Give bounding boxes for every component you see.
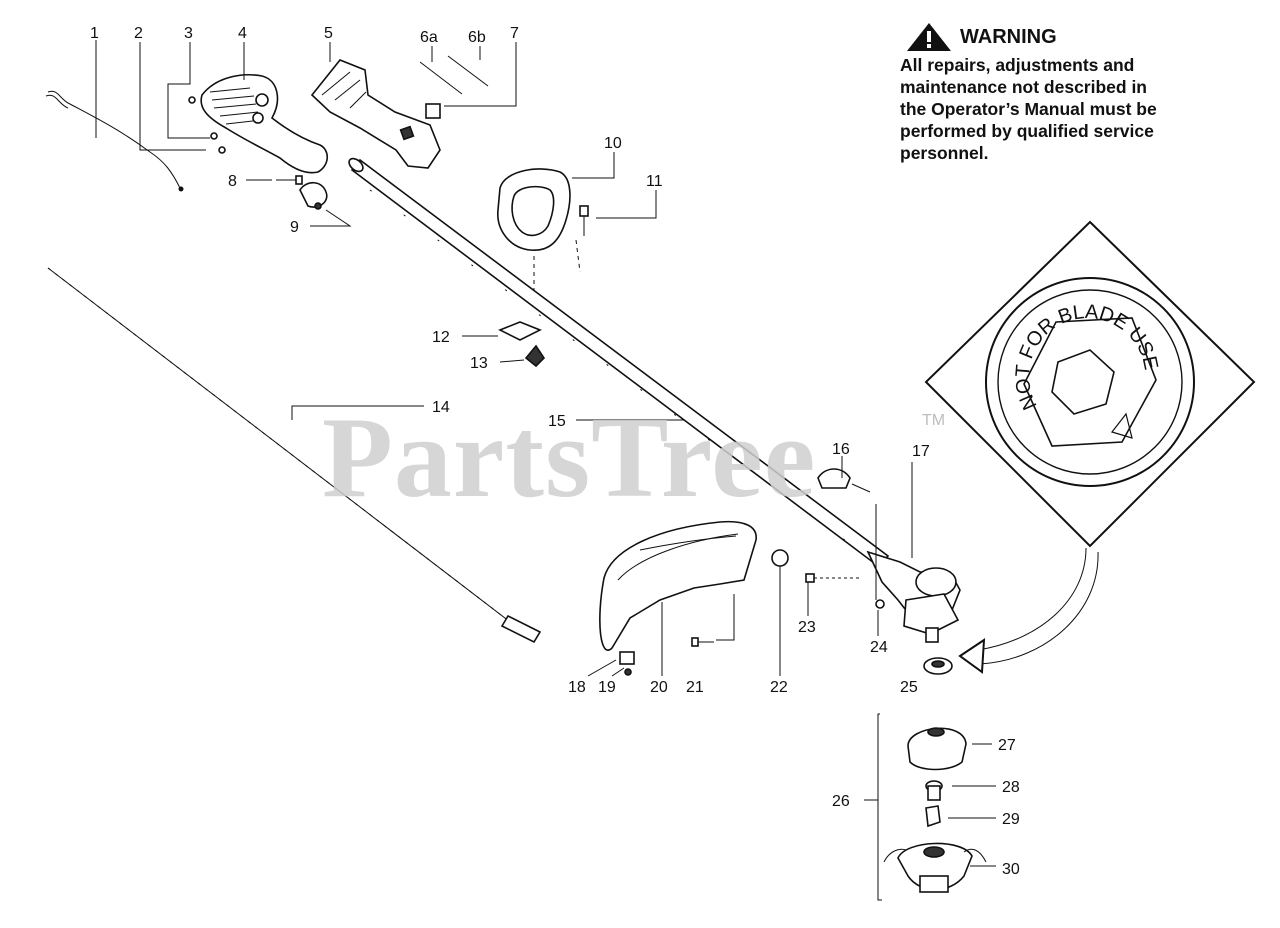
- callout-17: 17: [912, 443, 930, 460]
- callout-11: 11: [646, 173, 663, 190]
- callout-19: 19: [598, 679, 616, 696]
- part-22-washer: [771, 549, 789, 567]
- callout-1: 1: [90, 25, 99, 42]
- callout-2: 2: [134, 25, 143, 42]
- part-8-screw: [276, 175, 303, 185]
- part-16-bracket: [817, 468, 871, 493]
- part-19-clip: [619, 651, 635, 676]
- part-20-grass-guard: [599, 520, 757, 651]
- part-5-housing-half: [310, 59, 441, 169]
- part-21-screw: [691, 637, 714, 647]
- part-23-screw: [805, 573, 860, 583]
- part-26-trimmer-head-group: [877, 713, 882, 901]
- part-10-loop-handle: [497, 168, 571, 251]
- part-6a-pin: [419, 61, 463, 95]
- callout-16: 16: [832, 441, 850, 458]
- callout-29: 29: [1002, 811, 1020, 828]
- part-14-drive-shaft: [47, 267, 542, 644]
- part-11-bolt: [533, 205, 589, 300]
- callout-12: 12: [432, 329, 450, 346]
- callout-3: 3: [184, 25, 193, 42]
- callout-4: 4: [238, 25, 247, 42]
- part-28-spring: [925, 780, 943, 801]
- callout-5: 5: [324, 25, 333, 42]
- callout-21: 21: [686, 679, 704, 696]
- warning-text: All repairs, adjustments and maintenance…: [900, 54, 1200, 164]
- callout-8: 8: [228, 173, 237, 190]
- part-13-wing-nut: [524, 344, 546, 368]
- callout-6b: 6b: [468, 29, 486, 46]
- callout-labels: 1 2 3 4 5 6a 6b 7 8 9 10 11 12 13 14 15 …: [90, 25, 1020, 878]
- part-15-shaft-tube: [348, 157, 890, 568]
- callout-20: 20: [650, 679, 668, 696]
- callout-13: 13: [470, 355, 488, 372]
- callout-9: 9: [290, 219, 299, 236]
- watermark-trademark: TM: [922, 412, 946, 429]
- part-6b-pin: [447, 55, 489, 87]
- warning-box: WARNING All repairs, adjustments and mai…: [900, 22, 1200, 164]
- leader-lines: [95, 40, 996, 867]
- part-3-screws: [188, 96, 226, 154]
- callout-10: 10: [604, 135, 622, 152]
- warning-line: performed by qualified service: [900, 121, 1154, 141]
- warning-header: WARNING: [906, 22, 1200, 52]
- callout-15: 15: [548, 413, 566, 430]
- callout-14: 14: [432, 399, 450, 416]
- warning-line: maintenance not described in: [900, 77, 1147, 97]
- part-30-trimmer-head: [883, 842, 987, 893]
- callout-30: 30: [1002, 861, 1020, 878]
- blade-warning-inset: NOT FOR BLADE USE: [924, 220, 1256, 674]
- callout-26: 26: [832, 793, 850, 810]
- part-24-screw: [875, 599, 885, 609]
- part-29-eyelet: [925, 805, 941, 828]
- warning-title: WARNING: [960, 25, 1057, 48]
- part-7-switch: [425, 103, 441, 119]
- callout-18: 18: [568, 679, 586, 696]
- part-12-clamp: [498, 321, 542, 341]
- callout-6a: 6a: [420, 29, 438, 46]
- callout-7: 7: [510, 25, 519, 42]
- part-4-handle-housing: [200, 74, 329, 174]
- part-25-nut: [923, 657, 953, 675]
- callout-25: 25: [900, 679, 918, 696]
- part-27-spool-cap: [907, 727, 967, 771]
- callout-27: 27: [998, 737, 1016, 754]
- part-9-bracket: [299, 181, 328, 210]
- warning-line: the Operator’s Manual must be: [900, 99, 1157, 119]
- warning-line: All repairs, adjustments and: [900, 55, 1135, 75]
- callout-22: 22: [770, 679, 788, 696]
- callout-24: 24: [870, 639, 888, 656]
- warning-triangle-icon: [907, 23, 951, 51]
- warning-line: personnel.: [900, 143, 989, 163]
- part-17-gear-head: [866, 550, 961, 643]
- part-1-throttle-cable: [45, 90, 184, 192]
- callout-23: 23: [798, 619, 816, 636]
- callout-28: 28: [1002, 779, 1020, 796]
